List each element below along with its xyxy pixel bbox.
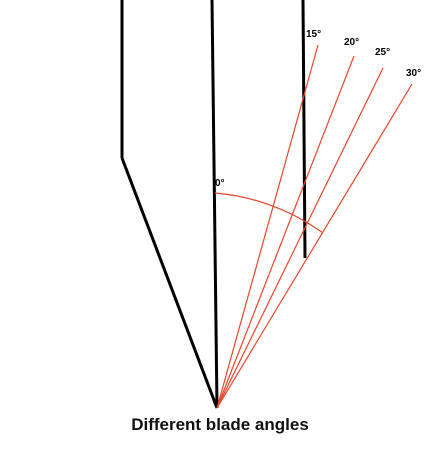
angle-label-25: 25° bbox=[375, 47, 390, 58]
angle-rays bbox=[216, 44, 413, 409]
left-bevel-edge bbox=[120, 157, 219, 409]
angle-ray-25 bbox=[216, 67, 384, 409]
angle-ray-20 bbox=[216, 55, 355, 409]
right-blade-edge bbox=[301, 0, 307, 259]
angle-ray-15 bbox=[216, 44, 319, 409]
angle-label-30: 30° bbox=[406, 68, 421, 79]
angle-label-20: 20° bbox=[344, 37, 359, 48]
angle-label-15: 15° bbox=[306, 29, 321, 40]
center-blade-axis bbox=[210, 0, 219, 409]
diagram-caption: Different blade angles bbox=[131, 415, 309, 434]
angle-label-0: 0° bbox=[215, 178, 225, 189]
angle-ray-30 bbox=[216, 83, 413, 409]
angle-arc bbox=[214, 192, 324, 234]
blade-outline bbox=[120, 0, 307, 409]
angle-labels: 0° 15° 20° 25° 30° bbox=[215, 29, 421, 189]
